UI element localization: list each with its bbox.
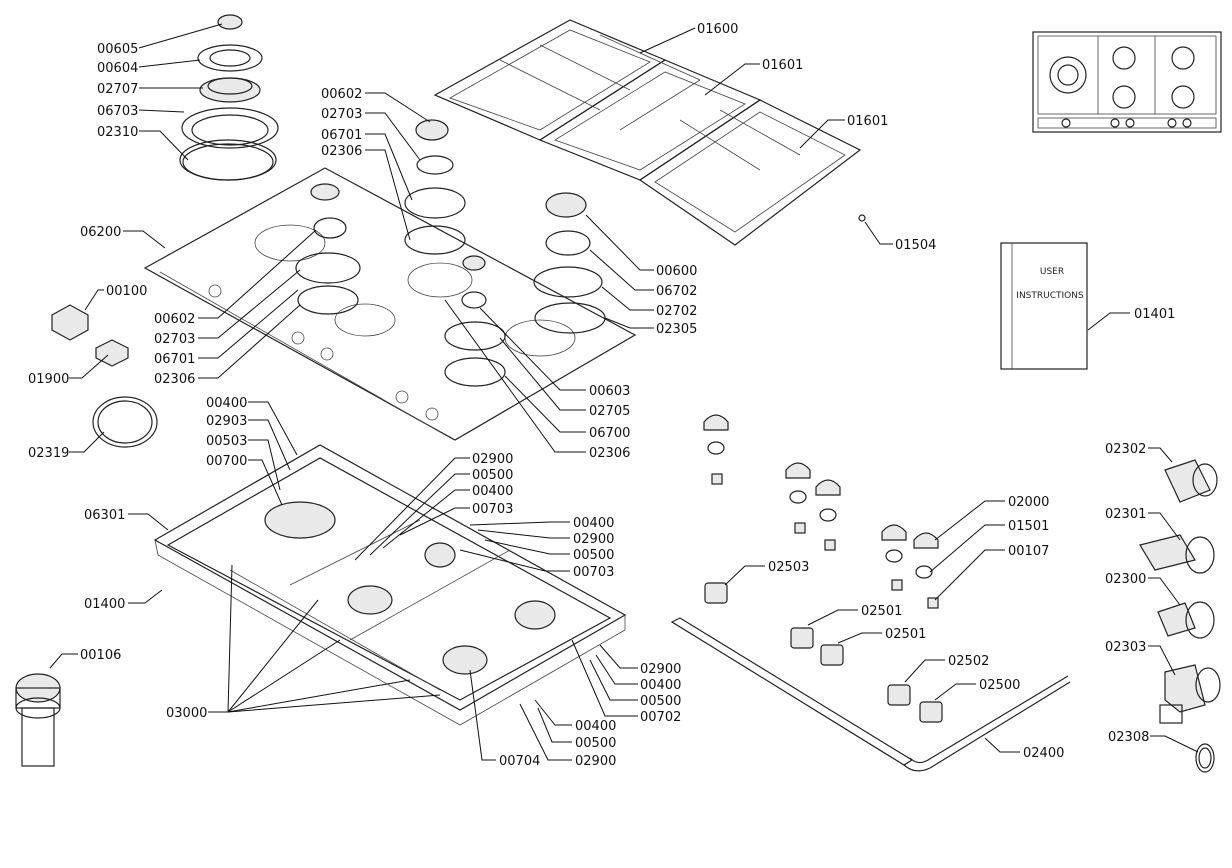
part-label-00603: 00603 — [589, 384, 630, 399]
part-label-00503: 00503 — [206, 434, 247, 449]
control-module-part — [95, 339, 129, 367]
gas-valve-assembly — [15, 673, 61, 767]
part-label-00703-a: 00703 — [472, 502, 513, 517]
part-label-02705: 02705 — [589, 404, 630, 419]
part-label-00400-b: 00400 — [472, 484, 513, 499]
part-label-02400: 02400 — [1023, 746, 1064, 761]
part-label-01501: 01501 — [1008, 519, 1049, 534]
booklet-text-line2: INSTRUCTIONS — [1016, 291, 1084, 301]
part-label-02702: 02702 — [656, 304, 697, 319]
part-label-02503: 02503 — [768, 560, 809, 575]
pan-supports — [433, 19, 866, 246]
part-label-02302: 02302 — [1105, 442, 1146, 457]
part-number-labels: 00605 00604 02707 06703 02310 00602 0270… — [28, 22, 1175, 769]
hob-overview-thumbnail — [1032, 31, 1222, 133]
part-label-01601-b: 01601 — [847, 114, 888, 129]
part-label-00605: 00605 — [97, 42, 138, 57]
burner-cap-ring-part — [197, 44, 263, 72]
top-plate-part — [143, 167, 637, 441]
part-label-00107: 00107 — [1008, 544, 1049, 559]
part-label-03000: 03000 — [166, 706, 207, 721]
part-label-02502: 02502 — [948, 654, 989, 669]
part-label-00702: 00702 — [640, 710, 681, 725]
part-label-02319: 02319 — [28, 446, 69, 461]
part-label-01401: 01401 — [1134, 307, 1175, 322]
part-label-02900-a: 02900 — [472, 452, 513, 467]
part-label-02301: 02301 — [1105, 507, 1146, 522]
part-label-02308: 02308 — [1108, 730, 1149, 745]
part-label-02501-a: 02501 — [861, 604, 902, 619]
part-label-00602-left: 00602 — [154, 312, 195, 327]
part-label-06702: 06702 — [656, 284, 697, 299]
part-label-02703-top: 02703 — [321, 107, 362, 122]
pan-support-left-part — [433, 19, 667, 141]
ignition-generator-part — [51, 304, 89, 341]
seal-ring-large-part — [92, 396, 158, 448]
burner-head-part — [199, 77, 261, 103]
booklet-text-line1: USER — [1040, 267, 1064, 277]
part-label-01400: 01400 — [84, 597, 125, 612]
part-label-00700: 00700 — [206, 454, 247, 469]
part-label-02900-c: 02900 — [640, 662, 681, 677]
part-label-02310: 02310 — [97, 125, 138, 140]
part-label-00500-d: 00500 — [575, 736, 616, 751]
part-label-06700: 06700 — [589, 426, 630, 441]
part-label-02900-b: 02900 — [573, 532, 614, 547]
left-small-parts — [51, 304, 158, 448]
part-label-00500-b: 00500 — [573, 548, 614, 563]
hob-casing — [153, 444, 627, 726]
part-label-00602-top: 00602 — [321, 87, 362, 102]
part-label-00106: 00106 — [80, 648, 121, 663]
part-label-02900-d: 02900 — [575, 754, 616, 769]
part-label-02903: 02903 — [206, 414, 247, 429]
part-label-00704: 00704 — [499, 754, 540, 769]
gas-connectors — [1139, 459, 1221, 773]
part-label-01600: 01600 — [697, 22, 738, 37]
part-label-02703-left: 02703 — [154, 332, 195, 347]
part-label-02707: 02707 — [97, 82, 138, 97]
part-label-00400-e: 00400 — [575, 719, 616, 734]
part-label-00604: 00604 — [97, 61, 138, 76]
part-label-02500: 02500 — [979, 678, 1020, 693]
part-label-00500-a: 00500 — [472, 468, 513, 483]
user-instructions-booklet: USER INSTRUCTIONS — [1000, 242, 1088, 370]
part-label-02300: 02300 — [1105, 572, 1146, 587]
part-label-02303: 02303 — [1105, 640, 1146, 655]
burner-crown-part — [181, 107, 279, 149]
plate-burners — [295, 119, 606, 387]
booklet-cover — [1000, 242, 1088, 370]
part-label-02305: 02305 — [656, 322, 697, 337]
knobs-and-valves — [670, 414, 1071, 772]
part-label-02501-b: 02501 — [885, 627, 926, 642]
part-label-00400-d: 00400 — [640, 678, 681, 693]
part-label-01601-a: 01601 — [762, 58, 803, 73]
gas-pipe-part — [903, 681, 1071, 772]
part-label-06701-left: 06701 — [154, 352, 195, 367]
part-label-00600: 00600 — [656, 264, 697, 279]
part-label-02306-right: 02306 — [589, 446, 630, 461]
part-label-00100: 00100 — [106, 284, 147, 299]
part-label-00400-a: 00400 — [206, 396, 247, 411]
part-label-06301: 06301 — [84, 508, 125, 523]
burner-cap-small-part — [217, 14, 243, 30]
part-label-02306-top: 02306 — [321, 144, 362, 159]
part-label-02306-left: 02306 — [154, 372, 195, 387]
part-label-00500-c: 00500 — [640, 694, 681, 709]
part-label-06701-top: 06701 — [321, 128, 362, 143]
part-label-01504: 01504 — [895, 238, 936, 253]
leader-lines — [49, 23, 1199, 761]
foot-screw-part — [858, 214, 866, 222]
part-label-02000: 02000 — [1008, 495, 1049, 510]
part-label-00400-c: 00400 — [573, 516, 614, 531]
burner-stack-wok — [179, 14, 279, 181]
hob-top-plate — [143, 167, 637, 441]
part-label-01900: 01900 — [28, 372, 69, 387]
part-label-06703: 06703 — [97, 104, 138, 119]
hob-outline — [1032, 31, 1222, 133]
part-label-06200: 06200 — [80, 225, 121, 240]
part-label-00703-b: 00703 — [573, 565, 614, 580]
pan-support-right-part — [638, 99, 862, 246]
